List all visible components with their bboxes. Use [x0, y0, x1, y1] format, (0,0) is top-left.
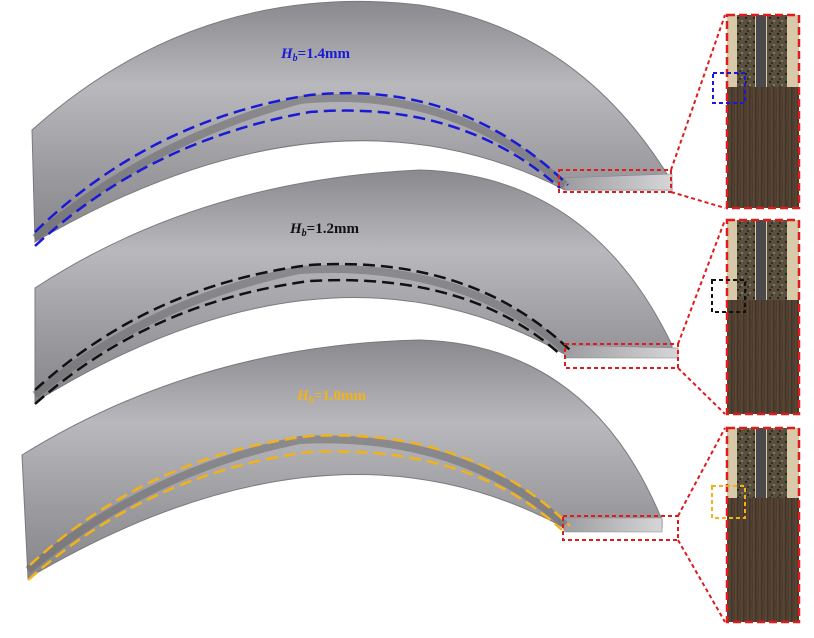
- label-subscript: b: [308, 395, 314, 406]
- zoom-line-1a: [670, 14, 726, 171]
- boundary-dashed-line-1-inner: [34, 109, 561, 247]
- zoom-line-1b: [670, 191, 726, 209]
- zoom-line-3a: [677, 427, 726, 517]
- label-h-symbol: H: [281, 46, 293, 62]
- boundary-dashed-line-1: [34, 91, 569, 233]
- black-detail-box: [711, 279, 746, 313]
- arc-specimen-2: [32, 169, 679, 403]
- zoom-line-2a: [677, 219, 726, 345]
- label-hb-1.2: Hb=1.2mm: [290, 221, 359, 239]
- boundary-dashed-line-2-inner: [34, 278, 563, 405]
- yellow-detail-box: [711, 485, 746, 519]
- zoom-line-3b: [677, 539, 726, 623]
- label-hb-1.4: Hb=1.4mm: [281, 46, 350, 64]
- red-zoom-box-3: [562, 515, 679, 541]
- label-hb-1.0: Hb=1.0mm: [297, 388, 366, 406]
- label-subscript: b: [292, 53, 298, 64]
- red-zoom-box-1: [558, 169, 672, 193]
- arc-specimen-3: [21, 339, 663, 579]
- label-subscript: b: [301, 228, 307, 239]
- inset-photo-3: [725, 426, 801, 624]
- label-value: =1.4mm: [297, 46, 350, 62]
- arc-specimen-1: [31, 0, 673, 243]
- inset-photo-1: [725, 13, 801, 210]
- inset-photo-2: [725, 218, 801, 416]
- zoom-line-2b: [677, 367, 726, 415]
- label-value: =1.2mm: [306, 221, 359, 237]
- label-h-symbol: H: [290, 221, 302, 237]
- label-value: =1.0mm: [313, 388, 366, 404]
- boundary-dashed-line-3: [29, 434, 571, 566]
- label-h-symbol: H: [297, 388, 309, 404]
- blue-detail-box: [712, 72, 746, 104]
- boundary-dashed-line-2: [34, 262, 571, 391]
- boundary-dashed-line-3-inner: [27, 450, 563, 581]
- red-zoom-box-2: [564, 343, 679, 369]
